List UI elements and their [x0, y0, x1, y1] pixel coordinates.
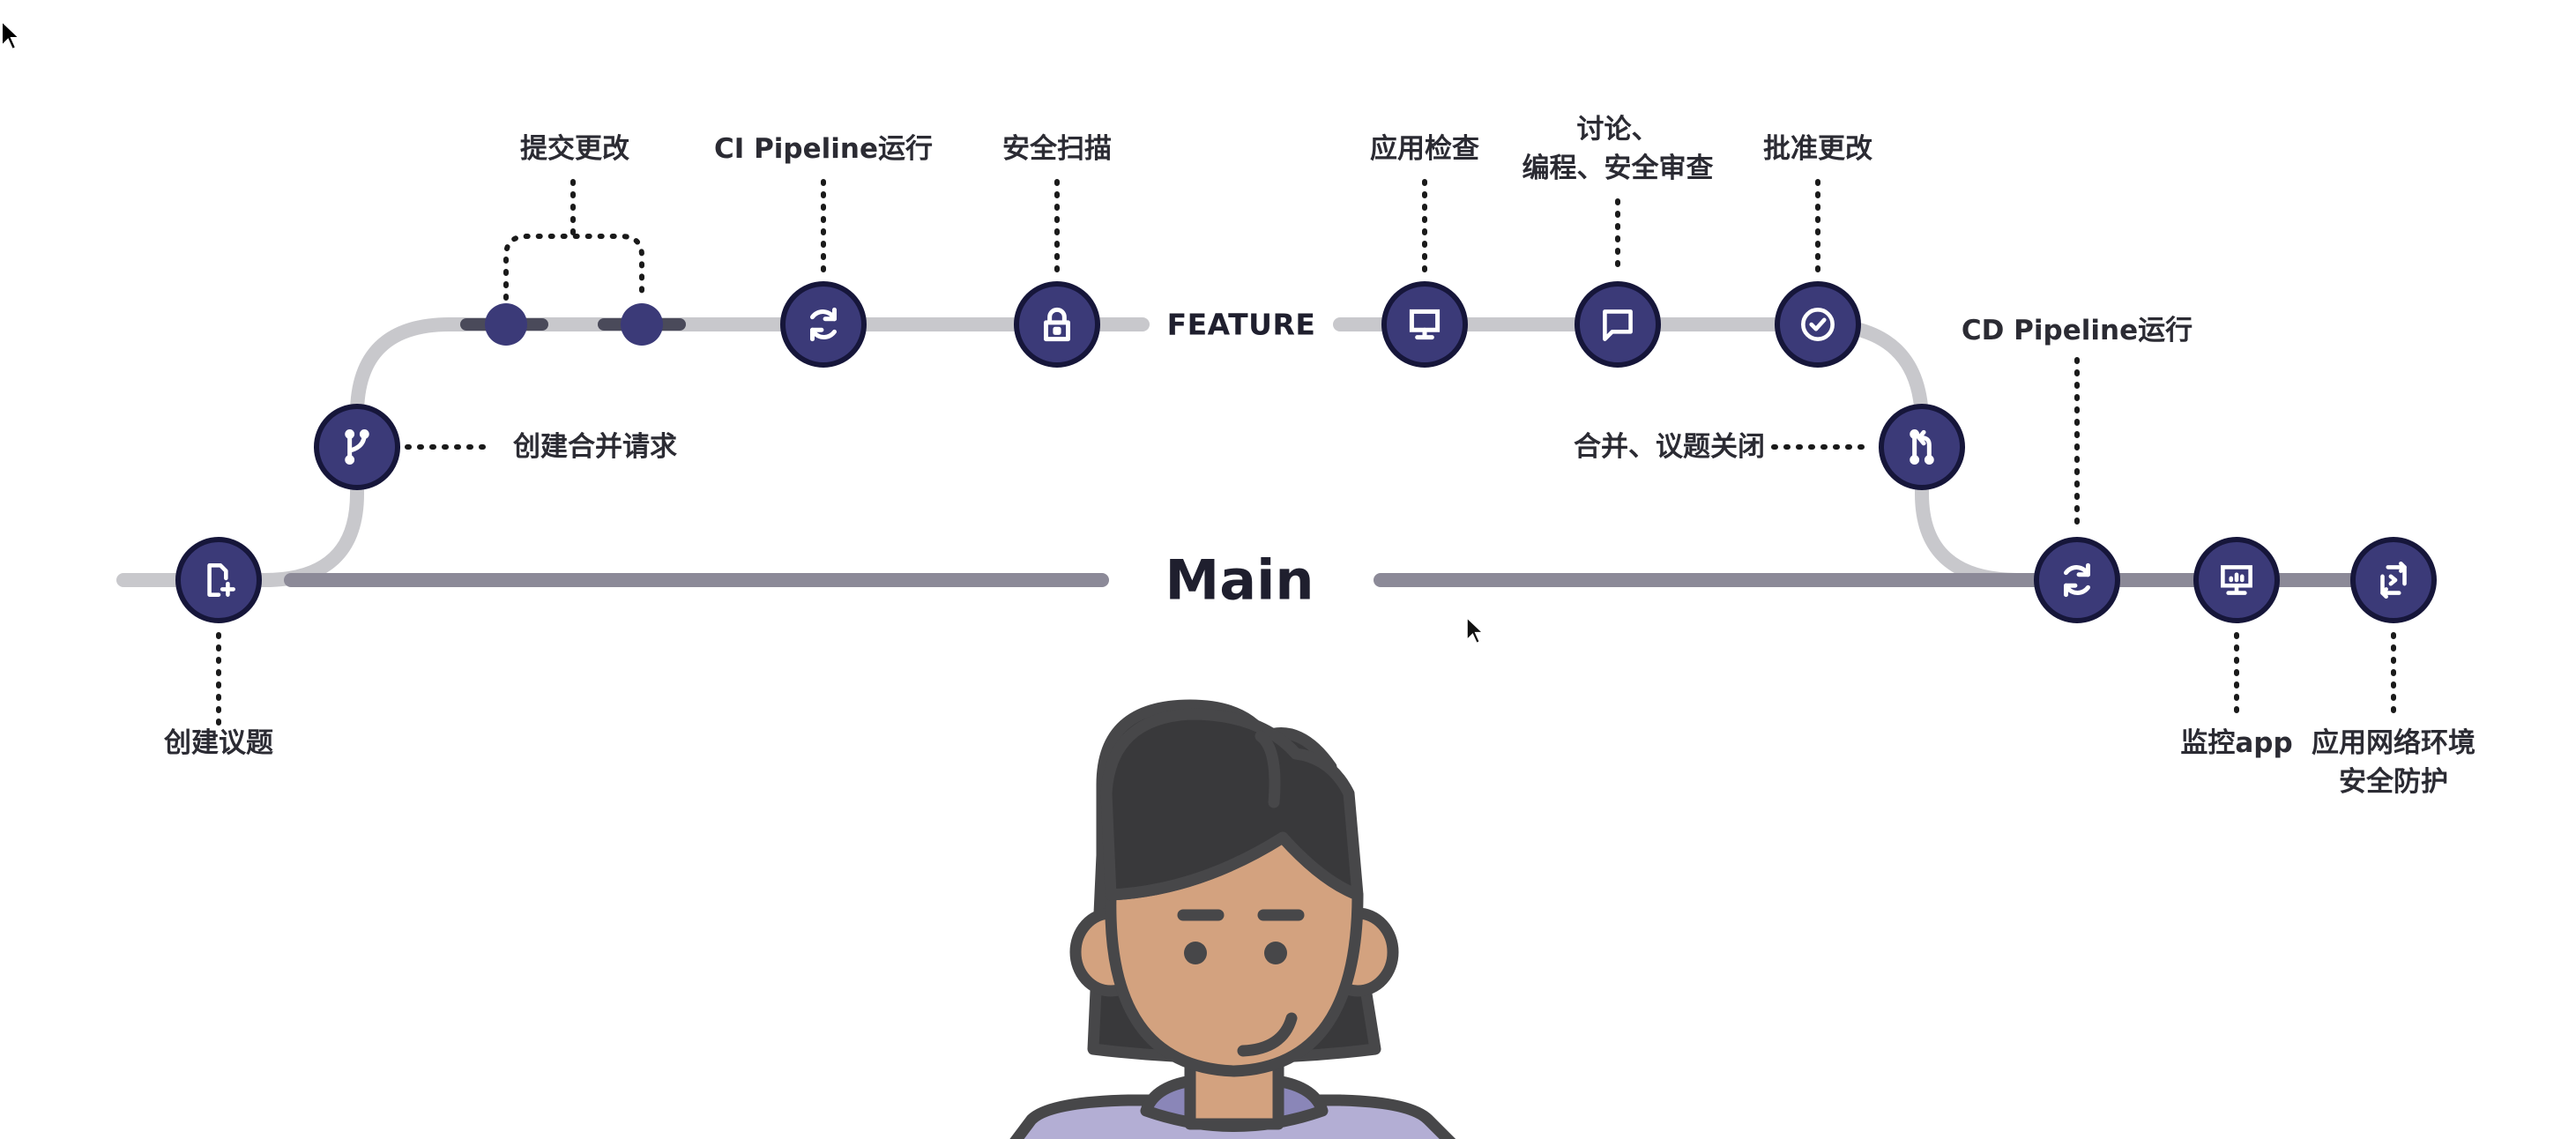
security-scan-node: [1014, 281, 1100, 368]
git-branch-icon: [345, 428, 369, 465]
step-label-security-scan: 安全扫描: [1002, 133, 1112, 165]
commit-dot-icon: [621, 303, 663, 346]
developer-avatar: [1009, 699, 1456, 1139]
step-label-protect-env-line2: 安全防护: [2339, 766, 2448, 798]
step-label-commit-changes: 提交更改: [520, 133, 629, 165]
refresh-icon: [810, 307, 837, 342]
avatar-right-eye: [1264, 942, 1287, 964]
protect-env-node: [2350, 537, 2437, 623]
cd-pipeline-node: [2034, 537, 2120, 623]
step-label-ci-pipeline: CI Pipeline运行: [714, 133, 933, 165]
app-review-node: [1381, 281, 1468, 368]
create-mr-node: [314, 404, 400, 490]
discussion-node: [1575, 281, 1661, 368]
main-branch-label: Main: [1165, 547, 1314, 613]
mouse-cursor-icon: [1465, 615, 1485, 645]
mouse-cursor-icon: [0, 19, 22, 51]
shield-terminal-icon: [2380, 561, 2407, 599]
git-merge-icon: [1910, 428, 1934, 465]
feature-branch-label: FEATURE: [1166, 307, 1316, 342]
file-plus-icon: [207, 563, 235, 597]
step-label-protect-env-line1: 应用网络环境: [2312, 727, 2475, 759]
avatar-bangs: [1100, 708, 1364, 901]
monitor-app-node: [2193, 537, 2280, 623]
step-label-create-mr: 创建合并请求: [513, 431, 677, 463]
lock-icon: [1044, 307, 1070, 342]
avatar-smile: [1237, 1012, 1298, 1057]
step-label-discussion-line2: 编程、安全审查: [1522, 153, 1714, 184]
commit-dot-icon: [485, 303, 527, 346]
step-label-cd-pipeline: CD Pipeline运行: [1961, 315, 2193, 346]
step-label-approve: 批准更改: [1763, 133, 1872, 165]
monitor-icon: [1409, 309, 1441, 340]
step-label-create-issue: 创建议题: [164, 727, 273, 759]
step-label-merge-close: 合并、议题关闭: [1574, 431, 1765, 463]
create-issue-node: [175, 537, 262, 623]
step-label-monitor-app: 监控app: [2180, 727, 2293, 759]
connector-commits: [503, 179, 644, 301]
dotted-connectors: [216, 179, 2396, 726]
chat-bubble-icon: [1603, 309, 1633, 341]
ci-pipeline-node: [780, 281, 867, 368]
merge-close-node: [1879, 404, 1965, 490]
check-circle-icon: [1801, 308, 1835, 341]
monitor-chart-icon: [2221, 565, 2252, 595]
step-label-discussion-line1: 讨论、: [1576, 114, 1659, 145]
avatar-left-eye: [1184, 942, 1207, 964]
approve-node: [1775, 281, 1861, 368]
step-label-app-review: 应用检查: [1370, 133, 1479, 165]
refresh-icon: [2064, 562, 2090, 598]
